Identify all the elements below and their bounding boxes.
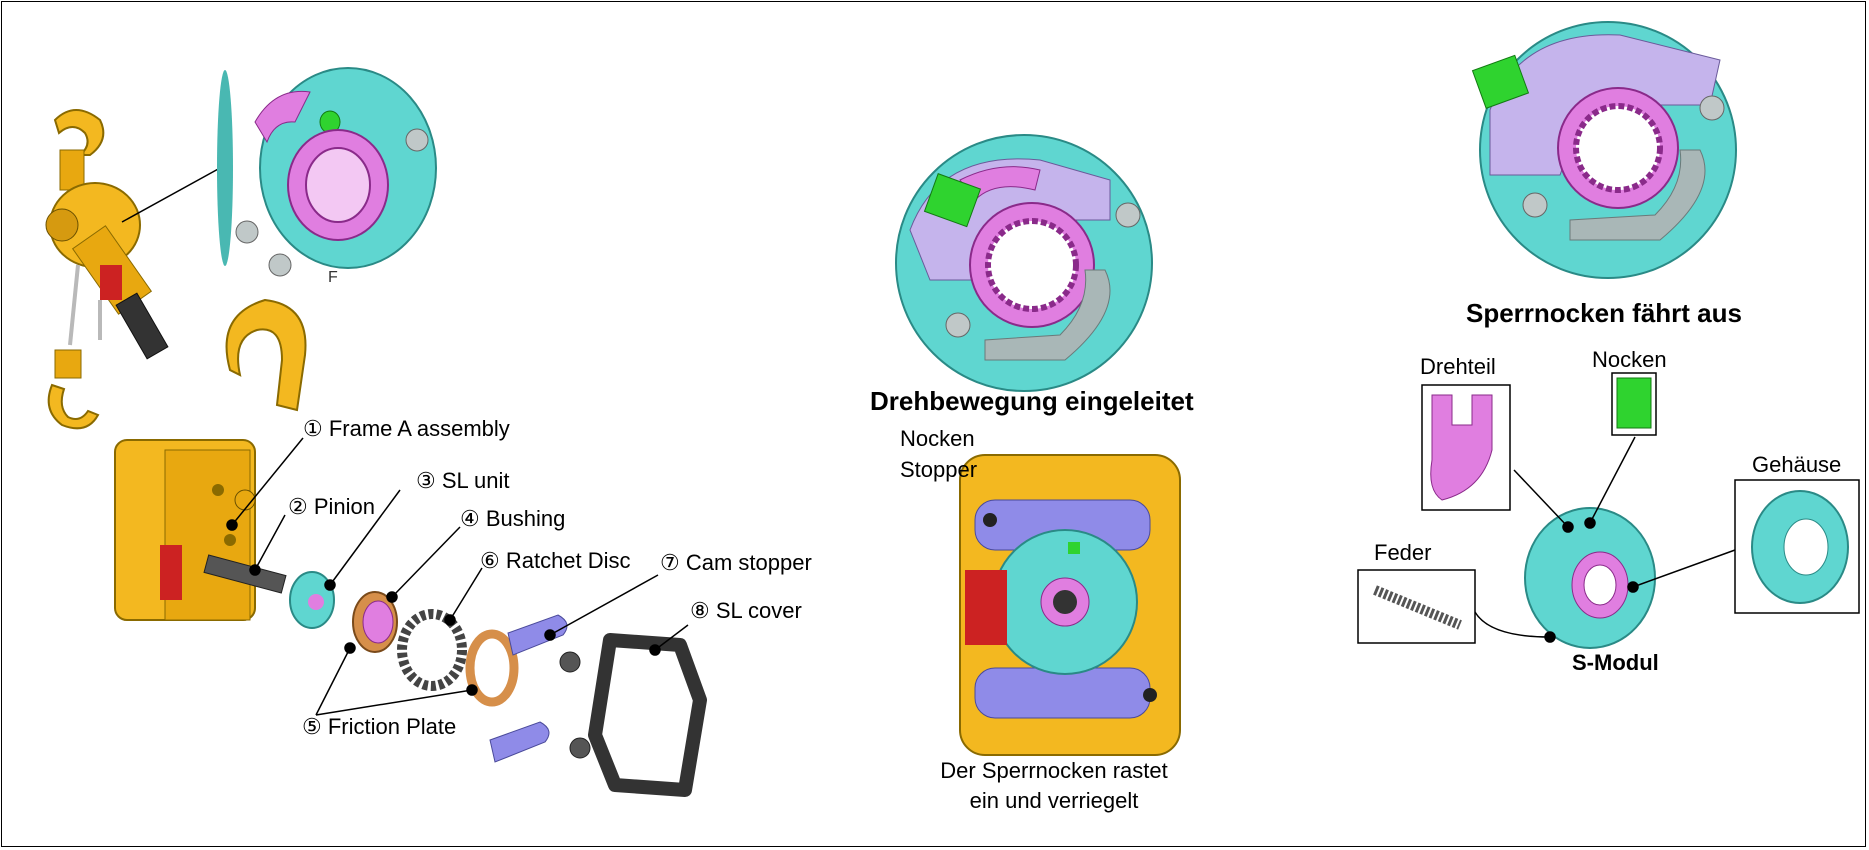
- nocken-label: Nocken: [900, 426, 975, 451]
- right-heading: Sperrnocken fährt aus: [1466, 298, 1742, 328]
- drehteil-label: Drehteil: [1420, 354, 1496, 379]
- part-label-frame-a: ① Frame A assembly: [303, 416, 510, 441]
- hoist-front-view: [959, 454, 1181, 756]
- right-disc-illustration: [1471, 21, 1737, 279]
- middle-disc-illustration: [895, 134, 1153, 392]
- stopper-label: Stopper: [900, 457, 978, 482]
- part-label-pinion: ② Pinion: [288, 494, 375, 519]
- middle-caption-line2: ein und verriegelt: [969, 788, 1139, 813]
- right-leader-lines: [1474, 436, 1736, 643]
- part-label-sl-unit: ③ SL unit: [416, 468, 510, 493]
- part-label-sl-cover: ⑧ SL cover: [690, 598, 802, 623]
- exploded-assembly: [114, 298, 707, 797]
- sl-unit-disc-top: F: [217, 67, 437, 286]
- part-label-friction-plate: ⑤ Friction Plate: [302, 714, 457, 739]
- feder-label: Feder: [1374, 540, 1432, 565]
- s-modul-label: S-Modul: [1572, 650, 1659, 675]
- part-label-bushing: ④ Bushing: [460, 506, 566, 531]
- middle-caption-line1: Der Sperrnocken rastet: [940, 758, 1168, 783]
- middle-heading: Drehbewegung eingeleitet: [870, 386, 1194, 416]
- part-label-cam-stopper: ⑦ Cam stopper: [660, 550, 812, 575]
- gehaeuse-label: Gehäuse: [1752, 452, 1842, 477]
- leader-lines: [226, 437, 689, 716]
- lever-hoist-illustration: [45, 109, 169, 430]
- svg-text:F: F: [328, 269, 338, 286]
- component-boxes: [1357, 372, 1860, 649]
- part-label-ratchet-disc: ⑥ Ratchet Disc: [480, 548, 631, 573]
- nocken-part-label: Nocken: [1592, 347, 1667, 372]
